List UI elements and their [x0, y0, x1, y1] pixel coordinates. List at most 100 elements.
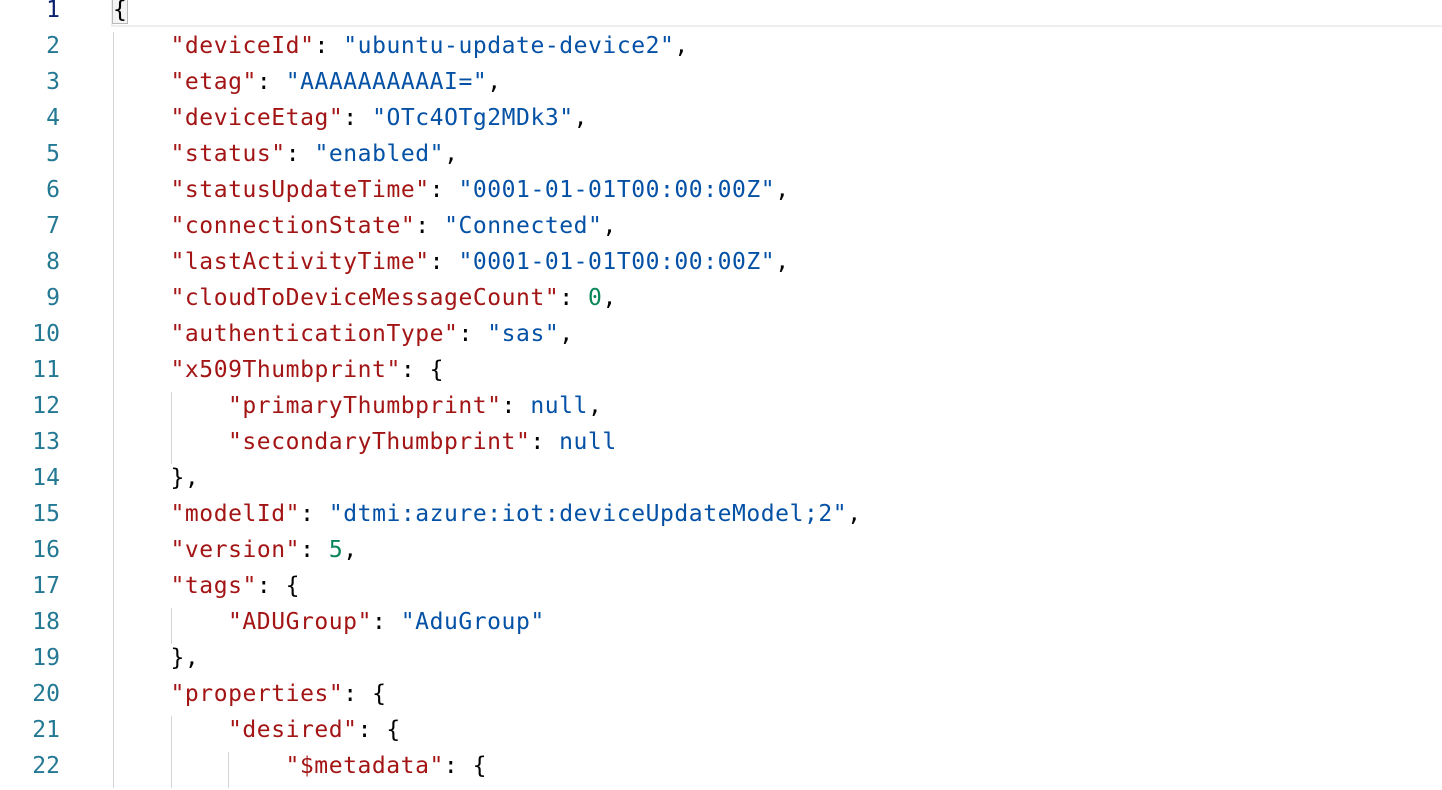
code-line[interactable]: 4"deviceEtag": "OTc4OTg2MDk3",: [0, 104, 1442, 140]
json-punctuation: ,: [343, 537, 358, 563]
json-punctuation: :: [530, 429, 560, 455]
json-key: "authenticationType": [170, 321, 459, 347]
code-line[interactable]: 16"version": 5,: [0, 536, 1442, 572]
json-punctuation: :: [415, 213, 445, 239]
code-line-content[interactable]: "deviceEtag": "OTc4OTg2MDk3",: [171, 100, 589, 136]
json-key: "ADUGroup": [228, 609, 372, 635]
json-key: "modelId": [170, 501, 301, 527]
code-line-content[interactable]: "authenticationType": "sas",: [171, 316, 574, 352]
code-line[interactable]: 7"connectionState": "Connected",: [0, 212, 1442, 248]
json-punctuation: ,: [602, 285, 617, 311]
code-line[interactable]: 17"tags": {: [0, 572, 1442, 608]
json-punctuation: :: [285, 141, 315, 167]
indent-guide: [113, 248, 114, 284]
code-line-content[interactable]: "deviceId": "ubuntu-update-device2",: [171, 28, 689, 64]
code-line-content[interactable]: },: [171, 460, 200, 496]
code-line[interactable]: 22"$metadata": {: [0, 752, 1442, 788]
line-number: 5: [46, 141, 60, 167]
code-line-content[interactable]: "status": "enabled",: [171, 136, 459, 172]
json-punctuation: ,: [674, 33, 689, 59]
json-literal-value: null: [559, 429, 617, 455]
code-line[interactable]: 14},: [0, 464, 1442, 500]
code-line[interactable]: 2"deviceId": "ubuntu-update-device2",: [0, 32, 1442, 68]
code-line[interactable]: 21"desired": {: [0, 716, 1442, 752]
indent-guide: [113, 392, 114, 428]
json-key: "deviceEtag": [170, 105, 344, 131]
json-key: "lastActivityTime": [170, 249, 430, 275]
code-line[interactable]: 6"statusUpdateTime": "0001-01-01T00:00:0…: [0, 176, 1442, 212]
code-line[interactable]: 18"ADUGroup": "AduGroup": [0, 608, 1442, 644]
json-punctuation: },: [170, 645, 200, 671]
json-string-value: "Connected": [444, 213, 603, 239]
code-line-content[interactable]: "modelId": "dtmi:azure:iot:deviceUpdateM…: [171, 496, 862, 532]
indent-guide: [113, 500, 114, 536]
json-number-value: 5: [328, 537, 344, 563]
code-line[interactable]: 12"primaryThumbprint": null,: [0, 392, 1442, 428]
json-punctuation: ,: [775, 177, 790, 203]
json-punctuation: :: [429, 249, 459, 275]
line-number: 10: [32, 321, 60, 347]
code-line[interactable]: 8"lastActivityTime": "0001-01-01T00:00:0…: [0, 248, 1442, 284]
line-number: 9: [46, 285, 60, 311]
json-string-value: "0001-01-01T00:00:00Z": [458, 177, 776, 203]
json-string-value: "OTc4OTg2MDk3": [372, 105, 574, 131]
code-line[interactable]: 19},: [0, 644, 1442, 680]
json-key: "x509Thumbprint": [170, 357, 401, 383]
json-punctuation: ,: [847, 501, 862, 527]
code-line[interactable]: 3"etag": "AAAAAAAAAAI=",: [0, 68, 1442, 104]
code-line-content[interactable]: "etag": "AAAAAAAAAAI=",: [171, 64, 502, 100]
code-line-content[interactable]: "properties": {: [171, 676, 387, 712]
code-line-content[interactable]: "x509Thumbprint": {: [171, 352, 445, 388]
json-punctuation: ,: [487, 69, 502, 95]
json-punctuation: ,: [573, 105, 589, 131]
code-line-content[interactable]: "cloudToDeviceMessageCount": 0,: [171, 280, 617, 316]
json-punctuation: :: [300, 501, 329, 527]
indent-guide: [113, 176, 114, 212]
indent-guide: [113, 716, 114, 752]
json-punctuation: :: [371, 609, 401, 635]
json-string-value: "AduGroup": [400, 609, 545, 635]
code-line-content[interactable]: "connectionState": "Connected",: [171, 208, 617, 244]
code-line-content[interactable]: "ADUGroup": "AduGroup": [228, 604, 545, 640]
indent-guide: [113, 752, 114, 788]
line-number: 1: [46, 0, 60, 23]
json-key: "status": [170, 141, 286, 167]
code-line[interactable]: 5"status": "enabled",: [0, 140, 1442, 176]
code-line-content[interactable]: "secondaryThumbprint": null: [228, 424, 617, 460]
indent-guide: [113, 608, 114, 644]
code-line[interactable]: 10"authenticationType": "sas",: [0, 320, 1442, 356]
code-line-content[interactable]: "tags": {: [171, 568, 301, 604]
json-key: "properties": [170, 681, 344, 707]
code-line-content[interactable]: "primaryThumbprint": null,: [228, 388, 602, 424]
code-line-content[interactable]: {: [111, 0, 129, 28]
code-line-content[interactable]: "$metadata": {: [286, 748, 488, 784]
code-line[interactable]: 20"properties": {: [0, 680, 1442, 716]
json-key: "statusUpdateTime": [170, 177, 430, 203]
indent-guide: [170, 716, 172, 752]
code-line-content[interactable]: "lastActivityTime": "0001-01-01T00:00:00…: [171, 244, 790, 280]
code-line[interactable]: 13"secondaryThumbprint": null: [0, 428, 1442, 464]
code-line-content[interactable]: },: [171, 640, 200, 676]
code-line-content[interactable]: "desired": {: [228, 712, 401, 748]
indent-guide: [113, 32, 114, 68]
line-number: 8: [46, 249, 60, 275]
code-line-content[interactable]: "statusUpdateTime": "0001-01-01T00:00:00…: [171, 172, 790, 208]
line-number: 13: [32, 429, 60, 455]
indent-guide: [113, 572, 114, 608]
line-number: 6: [46, 177, 60, 203]
code-line[interactable]: 9"cloudToDeviceMessageCount": 0,: [0, 284, 1442, 320]
code-line[interactable]: 15"modelId": "dtmi:azure:iot:deviceUpdat…: [0, 500, 1442, 536]
json-number-value: 0: [588, 285, 603, 311]
indent-guide: [113, 104, 114, 140]
indent-guide: [113, 464, 114, 500]
indent-guide: [170, 608, 172, 644]
line-number: 11: [32, 357, 60, 383]
code-line[interactable]: 1{: [0, 0, 1442, 32]
code-line[interactable]: 11"x509Thumbprint": {: [0, 356, 1442, 392]
code-line-content[interactable]: "version": 5,: [171, 532, 358, 568]
json-string-value: "AAAAAAAAAAI=": [285, 69, 488, 95]
json-punctuation: ,: [587, 393, 603, 419]
indent-guide: [228, 752, 229, 788]
